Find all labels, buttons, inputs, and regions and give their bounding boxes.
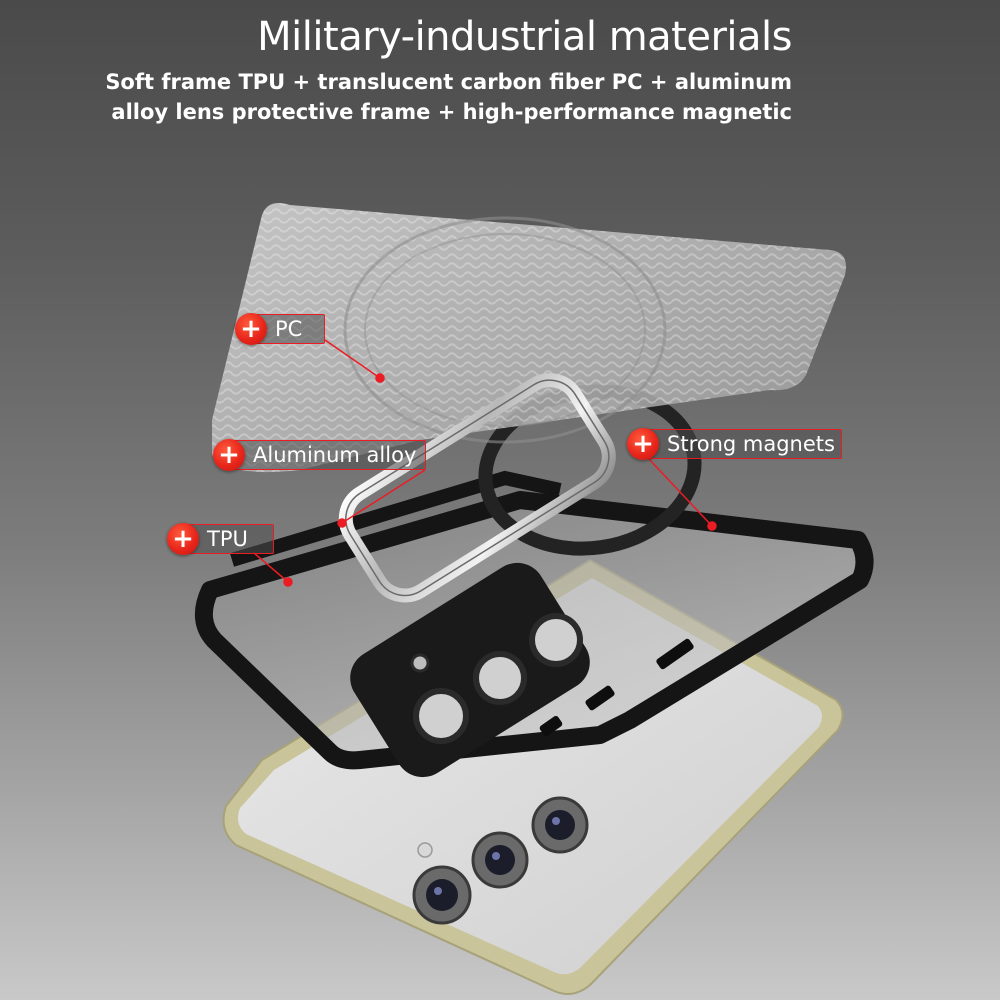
plus-circle-icon: +: [235, 313, 267, 345]
callout-label-aluminum-alloy: Aluminum alloy: [253, 443, 417, 467]
callout-pc: + PC: [235, 313, 325, 345]
callout-label-tpu: TPU: [207, 527, 248, 551]
callout-aluminum-alloy: + Aluminum alloy: [213, 439, 426, 471]
phone-camera-lenses: [412, 796, 589, 925]
headline-subtitle: Soft frame TPU + translucent carbon fibe…: [105, 67, 792, 127]
pc-carbon-back: [212, 202, 846, 473]
headline-title: Military-industrial materials: [257, 14, 792, 60]
callout-strong-magnets: + Strong magnets: [627, 428, 842, 460]
callout-leader-lines: [253, 339, 717, 587]
case-camera-bump: [350, 562, 590, 778]
plus-circle-icon: +: [167, 523, 199, 555]
plus-circle-icon: +: [213, 439, 245, 471]
callout-tpu: + TPU: [167, 523, 274, 555]
aluminum-lens-frame: [338, 373, 616, 603]
subtitle-line-2: alloy lens protective frame + high-perfo…: [111, 100, 792, 124]
subtitle-line-1: Soft frame TPU + translucent carbon fibe…: [105, 70, 792, 94]
callout-label-pc: PC: [275, 317, 303, 341]
callout-label-strong-magnets: Strong magnets: [667, 432, 835, 456]
plus-circle-icon: +: [627, 428, 659, 460]
